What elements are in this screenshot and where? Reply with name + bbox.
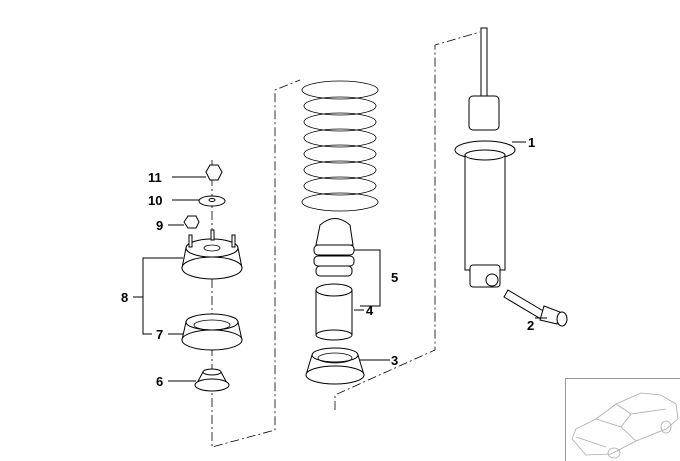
- bolt[interactable]: [503, 289, 568, 327]
- nut-9[interactable]: [183, 215, 200, 229]
- callout-3: 3: [391, 353, 398, 368]
- callout-6: 6: [156, 374, 163, 389]
- support-bearing-8[interactable]: [181, 229, 243, 280]
- dust-cover-6[interactable]: [194, 368, 230, 392]
- nut-11[interactable]: [205, 164, 223, 181]
- washer-10[interactable]: [198, 195, 226, 207]
- leader-lines: [133, 141, 547, 382]
- bump-stop[interactable]: [313, 218, 355, 277]
- callout-10: 10: [148, 193, 162, 208]
- callout-5: 5: [391, 270, 398, 285]
- coil-spring[interactable]: [301, 80, 379, 212]
- callout-9: 9: [156, 218, 163, 233]
- callout-4: 4: [366, 303, 374, 318]
- car-outline-icon: [571, 392, 679, 459]
- assembly-dash-lines: [211, 31, 481, 448]
- callout-7: 7: [156, 327, 163, 342]
- protective-tube[interactable]: [315, 283, 353, 341]
- callout-8: 8: [121, 290, 128, 305]
- callout-2: 2: [527, 318, 534, 333]
- vehicle-thumbnail: [565, 378, 680, 461]
- spring-pad-lower[interactable]: [305, 347, 365, 385]
- spring-pad-upper-7[interactable]: [181, 313, 243, 351]
- callout-11: 11: [148, 170, 162, 185]
- callout-1: 1: [528, 135, 535, 150]
- shock-absorber[interactable]: [454, 27, 516, 288]
